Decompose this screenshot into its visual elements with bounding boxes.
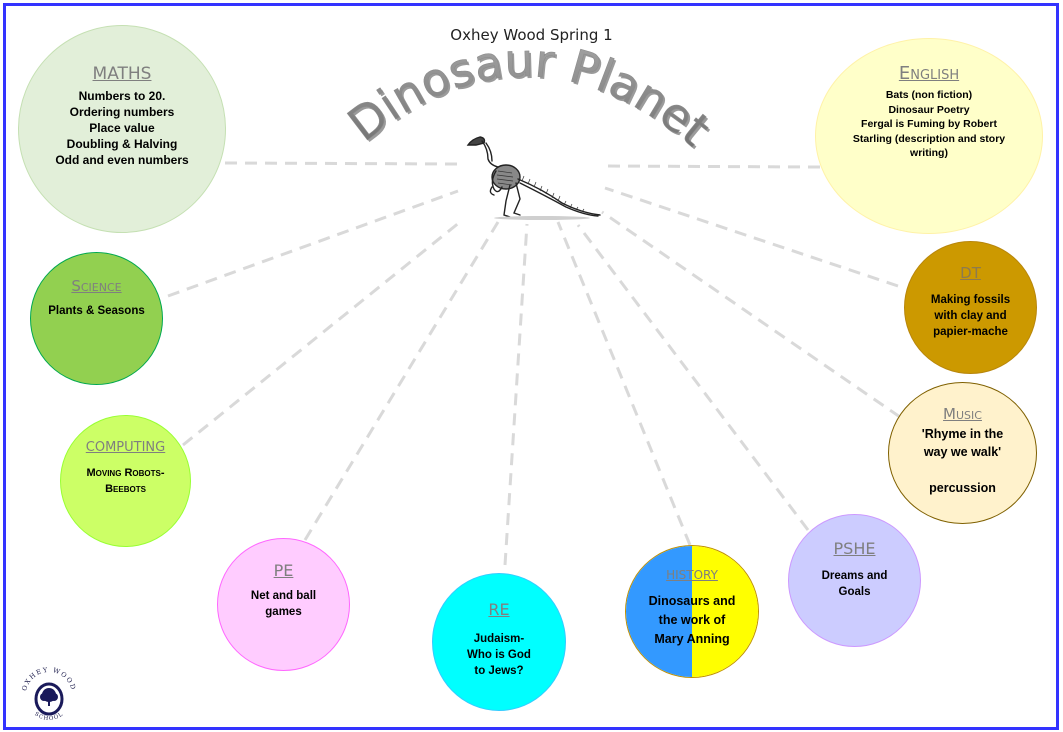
svg-text:SCHOOL: SCHOOL [33,711,64,722]
subject-history: HISTORY Dinosaurs and the work of Mary A… [625,545,759,678]
music-topics: 'Rhyme in the way we walk' percussion [921,427,1004,495]
subject-music: Music 'Rhyme in the way we walk' percuss… [888,382,1037,524]
subject-english: English Bats (non fiction) Dinosaur Poet… [815,38,1043,234]
connector-pe [303,221,500,541]
history-heading: HISTORY [666,568,718,582]
music-heading: Music [943,405,982,423]
subject-pe: PE Net and ball games [217,538,350,671]
pe-heading: PE [273,561,294,580]
connector-dt [604,186,899,288]
connector-history [556,221,692,546]
dt-heading: DT [960,264,981,282]
connector-computing [182,220,461,447]
dt-topics: Making fossils with clay and papier-mach… [930,294,1011,338]
connector-pshe [576,224,810,531]
subject-computing: COMPUTING Moving Robots- Beebots [60,415,191,547]
pshe-topics: Dreams and Goals [821,570,888,598]
science-topics: Plants & Seasons [48,305,145,317]
pshe-heading: PSHE [833,539,876,558]
page-subtitle: Oxhey Wood Spring 1 [450,26,613,44]
english-heading: English [898,63,960,84]
maths-heading: MATHS [92,64,152,84]
science-heading: Science [71,277,122,295]
history-left-half [626,546,692,677]
re-topics: Judaism- Who is God to Jews? [467,633,531,677]
computing-heading: COMPUTING [85,440,166,455]
tree-icon [40,688,58,706]
pe-topics: Net and ball games [250,590,317,618]
subject-science: Science Plants & Seasons [30,252,163,385]
computing-topics: Moving Robots- Beebots [86,467,165,495]
school-logo: OXHEY WOOD SCHOOL [20,666,77,722]
connector-maths [224,161,459,166]
connector-english [603,164,821,169]
subject-re: RE Judaism- Who is God to Jews? [432,573,566,711]
svg-text:OXHEY WOOD: OXHEY WOOD [20,666,77,692]
connector-music [601,210,901,419]
connector-science [167,189,459,298]
history-right-half [692,546,758,677]
subject-dt: DT Making fossils with clay and papier-m… [904,241,1037,374]
subject-pshe: PSHE Dreams and Goals [788,514,921,647]
connector-re [503,223,529,566]
english-topics: Bats (non fiction) Dinosaur Poetry Ferga… [852,89,1006,159]
history-topics: Dinosaurs and the work of Mary Anning [648,594,736,646]
maths-topics: Numbers to 20. Ordering numbers Place va… [55,89,189,167]
re-heading: RE [488,600,510,619]
subject-maths: MATHS Numbers to 20. Ordering numbers Pl… [18,25,226,233]
dinosaur-skeleton-icon [466,136,601,220]
